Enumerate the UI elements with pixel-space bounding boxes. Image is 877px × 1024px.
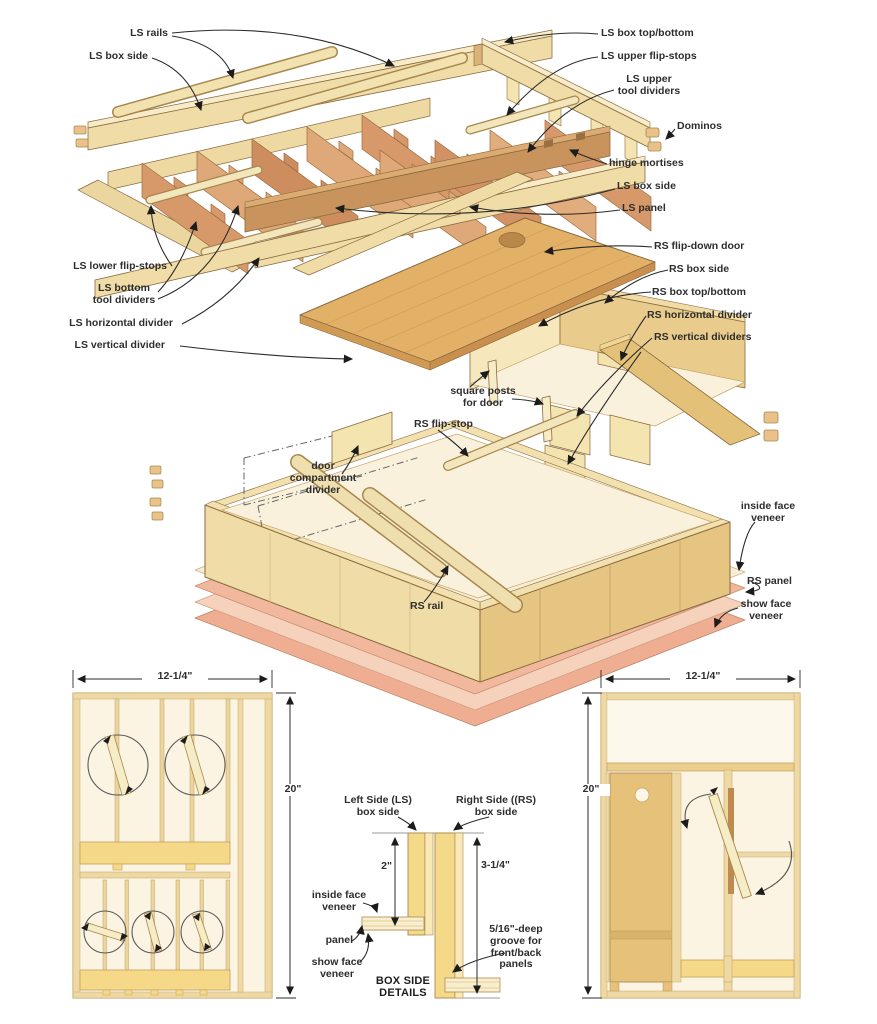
left-panel-height-dim: 20" <box>274 783 312 796</box>
ls-rails-sticks <box>112 46 468 124</box>
right-panel-drawing <box>600 692 801 999</box>
right-panel-height-dim: 20" <box>572 783 610 796</box>
label-rs-flip-stop: RS flip-stop <box>414 418 473 430</box>
label-ls-bottom-tool-dividers: LS bottom tool dividers <box>92 282 156 306</box>
label-bsd-inside-face-veneer: inside face veneer <box>311 889 367 913</box>
label-inside-face-veneer: inside face veneer <box>740 500 796 524</box>
label-rs-box-top-bottom: RS box top/bottom <box>652 286 746 298</box>
label-door-compartment-divider: door compartment divider <box>289 460 357 496</box>
label-ls-vertical-divider: LS vertical divider <box>74 339 165 351</box>
right-panel-width-dim: 12-1/4" <box>670 670 736 683</box>
ls-horizontal-divider-board <box>94 195 461 299</box>
label-ls-panel: LS panel <box>622 202 666 214</box>
rs-flip-stop-stick <box>443 409 580 471</box>
label-rs-panel: RS panel <box>747 575 792 587</box>
label-rs-horizontal-divider: RS horizontal divider <box>647 309 753 321</box>
lower-box <box>149 419 731 683</box>
label-ls-box-top-bottom: LS box top/bottom <box>601 27 694 39</box>
label-dominos: Dominos <box>677 120 722 132</box>
box-side-details-title: BOX SIDE DETAILS <box>375 975 431 1000</box>
label-show-face-veneer: show face veneer <box>740 598 792 622</box>
box-side-details-drawing <box>351 816 506 999</box>
leader-lines <box>146 29 761 629</box>
rs-rails-sticks <box>290 454 523 613</box>
door-compartment-divider-board <box>331 411 393 465</box>
label-bsd-show-face-veneer: show face veneer <box>311 956 363 980</box>
label-bsd-panel: panel <box>325 934 353 946</box>
label-ls-box-side-top: LS box side <box>89 50 148 62</box>
label-rs-vertical-dividers: RS vertical dividers <box>654 331 752 343</box>
label-rs-rail: RS rail <box>410 600 444 612</box>
label-rs-box-side: RS box side <box>669 263 730 275</box>
label-ls-horizontal-divider: LS horizontal divider <box>69 317 173 329</box>
dominos-blocks <box>645 127 662 152</box>
label-ls-lower-flip-stops: LS lower flip-stops <box>73 260 167 272</box>
label-hinge-mortises: hinge mortises <box>609 157 684 169</box>
label-ls-upper-flip-stops: LS upper flip-stops <box>601 50 697 62</box>
label-ls-upper-tool-dividers: LS upper tool dividers <box>617 73 681 97</box>
rs-flip-down-door-panel <box>292 171 656 371</box>
label-bsd-groove: 5/16"-deep groove for front/back panels <box>489 923 543 971</box>
label-bsd-ls-depth: 2" <box>381 860 392 872</box>
left-panel-width-dim: 12-1/4" <box>142 670 208 683</box>
label-ls-rails: LS rails <box>130 27 168 39</box>
label-bsd-rs-depth: 3-1/4" <box>481 859 510 871</box>
label-bsd-right-side: Right Side ((RS) box side <box>456 794 536 818</box>
label-bsd-left-side: Left Side (LS) box side <box>344 794 412 818</box>
label-rs-flip-down-door: RS flip-down door <box>654 240 745 252</box>
label-square-posts-for-door: square posts for door <box>450 385 516 409</box>
label-ls-box-side-mid: LS box side <box>617 180 676 192</box>
left-panel-drawing <box>72 692 273 999</box>
exploded-view-drawing <box>73 29 779 727</box>
